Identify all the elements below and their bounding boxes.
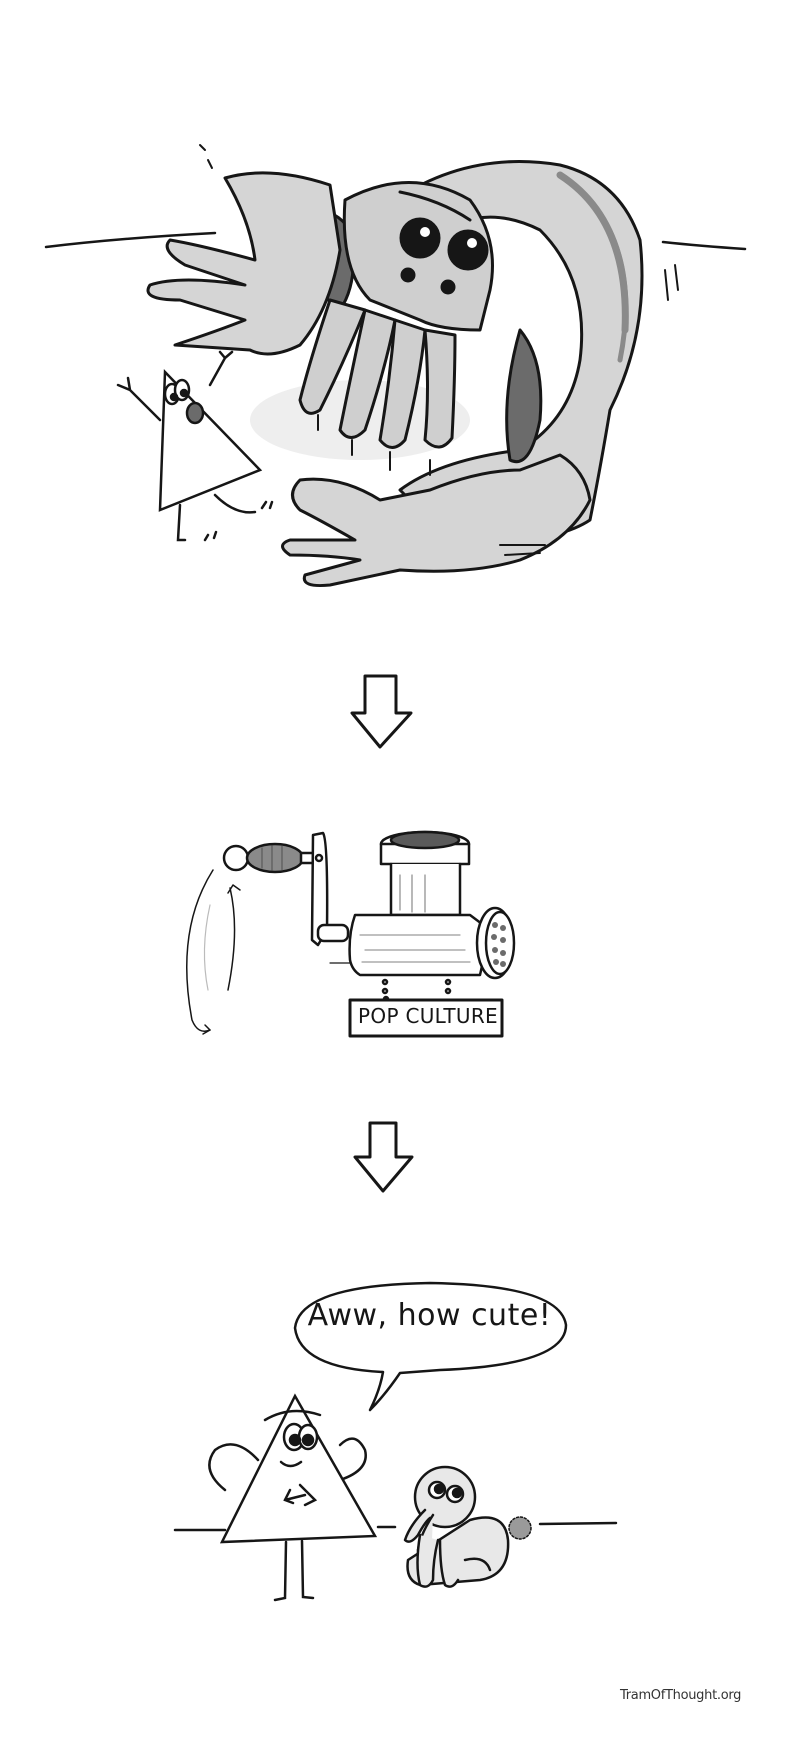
baby-squid-creature bbox=[403, 1465, 532, 1588]
down-arrow-icon bbox=[350, 674, 413, 749]
happy-triangle-character bbox=[208, 1393, 378, 1602]
panel-monster bbox=[44, 144, 747, 587]
meat-grinder bbox=[185, 830, 516, 1038]
down-arrow-icon bbox=[353, 1121, 414, 1193]
speech-bubble-text: Aww, how cute! bbox=[307, 1298, 552, 1333]
panel-cute bbox=[173, 1281, 618, 1532]
scared-triangle-character bbox=[116, 350, 274, 542]
pop-culture-label: POP CULTURE bbox=[358, 1004, 498, 1028]
signature: TramOfThought.org bbox=[620, 1688, 742, 1703]
